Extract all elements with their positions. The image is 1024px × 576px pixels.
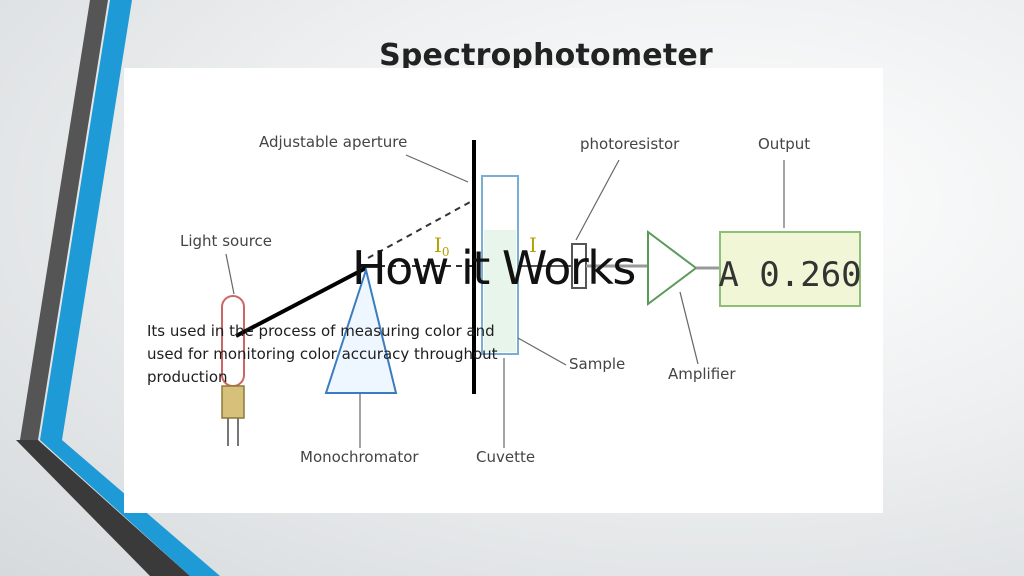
label-monochromator: Monochromator bbox=[300, 448, 419, 466]
output-reading: A 0.260 bbox=[718, 255, 861, 295]
label-output: Output bbox=[758, 135, 810, 153]
description-text: Its used in the process of measuring col… bbox=[147, 322, 498, 386]
cuvette bbox=[481, 175, 519, 355]
amplifier bbox=[647, 230, 698, 306]
i0-subscript: 0 bbox=[442, 245, 450, 259]
label-amplifier: Amplifier bbox=[668, 365, 736, 383]
label-adjustable-aperture: Adjustable aperture bbox=[259, 133, 407, 151]
i0-letter: I bbox=[434, 233, 442, 257]
i0-label: I0 bbox=[434, 233, 450, 259]
label-cuvette: Cuvette bbox=[476, 448, 535, 466]
label-light-source: Light source bbox=[180, 232, 272, 250]
spectrophotometer-diagram: A 0.260 I0 I Adjustable aperture photore… bbox=[124, 68, 883, 513]
i-label: I bbox=[529, 233, 537, 257]
leader-lines bbox=[225, 154, 785, 448]
label-photoresistor: photoresistor bbox=[580, 135, 680, 153]
light-source-bulb bbox=[221, 295, 245, 446]
how-it-works-heading: How it Works bbox=[352, 241, 636, 295]
label-sample: Sample bbox=[569, 355, 625, 373]
slide-title: Spectrophotometer bbox=[379, 38, 713, 73]
light-beam bbox=[235, 266, 367, 338]
monochromator-prism bbox=[324, 266, 398, 394]
dashed-beam-top bbox=[367, 200, 473, 259]
output-display bbox=[719, 231, 861, 307]
